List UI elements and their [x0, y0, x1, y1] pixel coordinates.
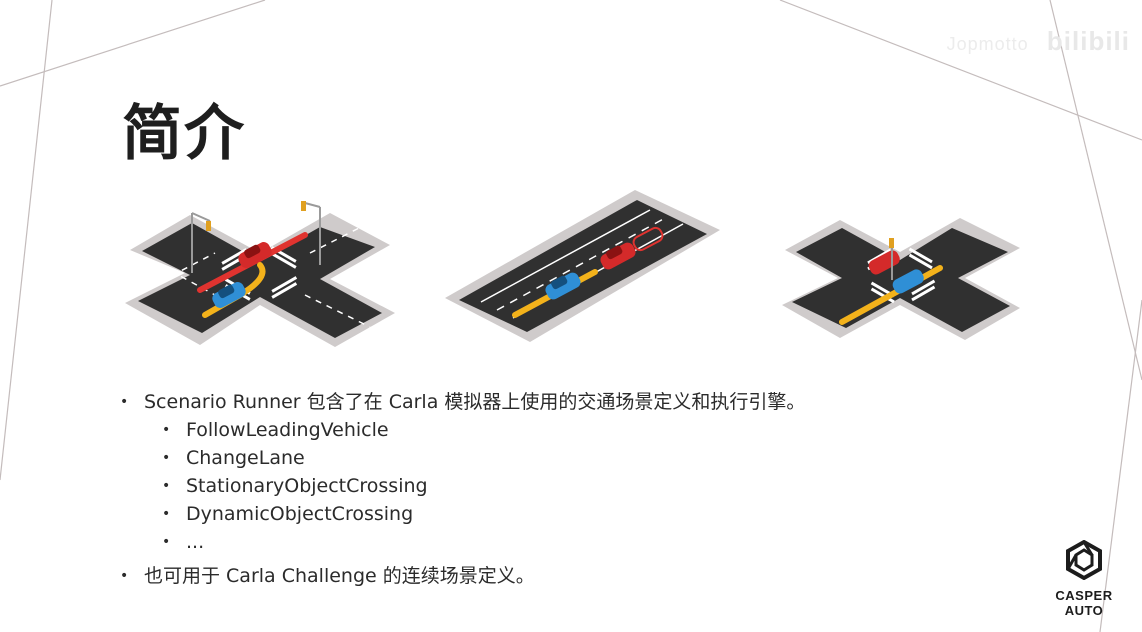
casper-auto-logo-text: CASPER AUTO: [1055, 588, 1113, 618]
sub-bullet-item: ChangeLane: [160, 444, 805, 472]
watermark-tag: Jopmotto: [946, 34, 1029, 54]
scenario-image-follow-vehicle: [445, 190, 720, 342]
sub-bullet-list: FollowLeadingVehicle ChangeLane Stationa…: [160, 416, 805, 556]
bullet-item-scenario-runner: Scenario Runner 包含了在 Carla 模拟器上使用的交通场景定义…: [118, 388, 805, 416]
casper-auto-logo-icon: [1066, 539, 1102, 581]
watermark-brand: bilibili: [1046, 26, 1130, 56]
scenario-image-intersection-straight: [782, 218, 1020, 340]
sub-bullet-item: FollowLeadingVehicle: [160, 416, 805, 444]
bullet-item-carla-challenge: 也可用于 Carla Challenge 的连续场景定义。: [118, 562, 805, 590]
sub-bullet-item: ...: [160, 528, 805, 556]
page-title: 简介: [122, 99, 246, 169]
scenario-image-intersection-left-turn: [125, 201, 395, 347]
sub-bullet-item: StationaryObjectCrossing: [160, 472, 805, 500]
watermark: Jopmotto bilibili: [947, 26, 1130, 57]
bullet-list: Scenario Runner 包含了在 Carla 模拟器上使用的交通场景定义…: [118, 388, 805, 590]
casper-auto-logo: CASPER AUTO: [1036, 539, 1132, 618]
sub-bullet-item: DynamicObjectCrossing: [160, 500, 805, 528]
